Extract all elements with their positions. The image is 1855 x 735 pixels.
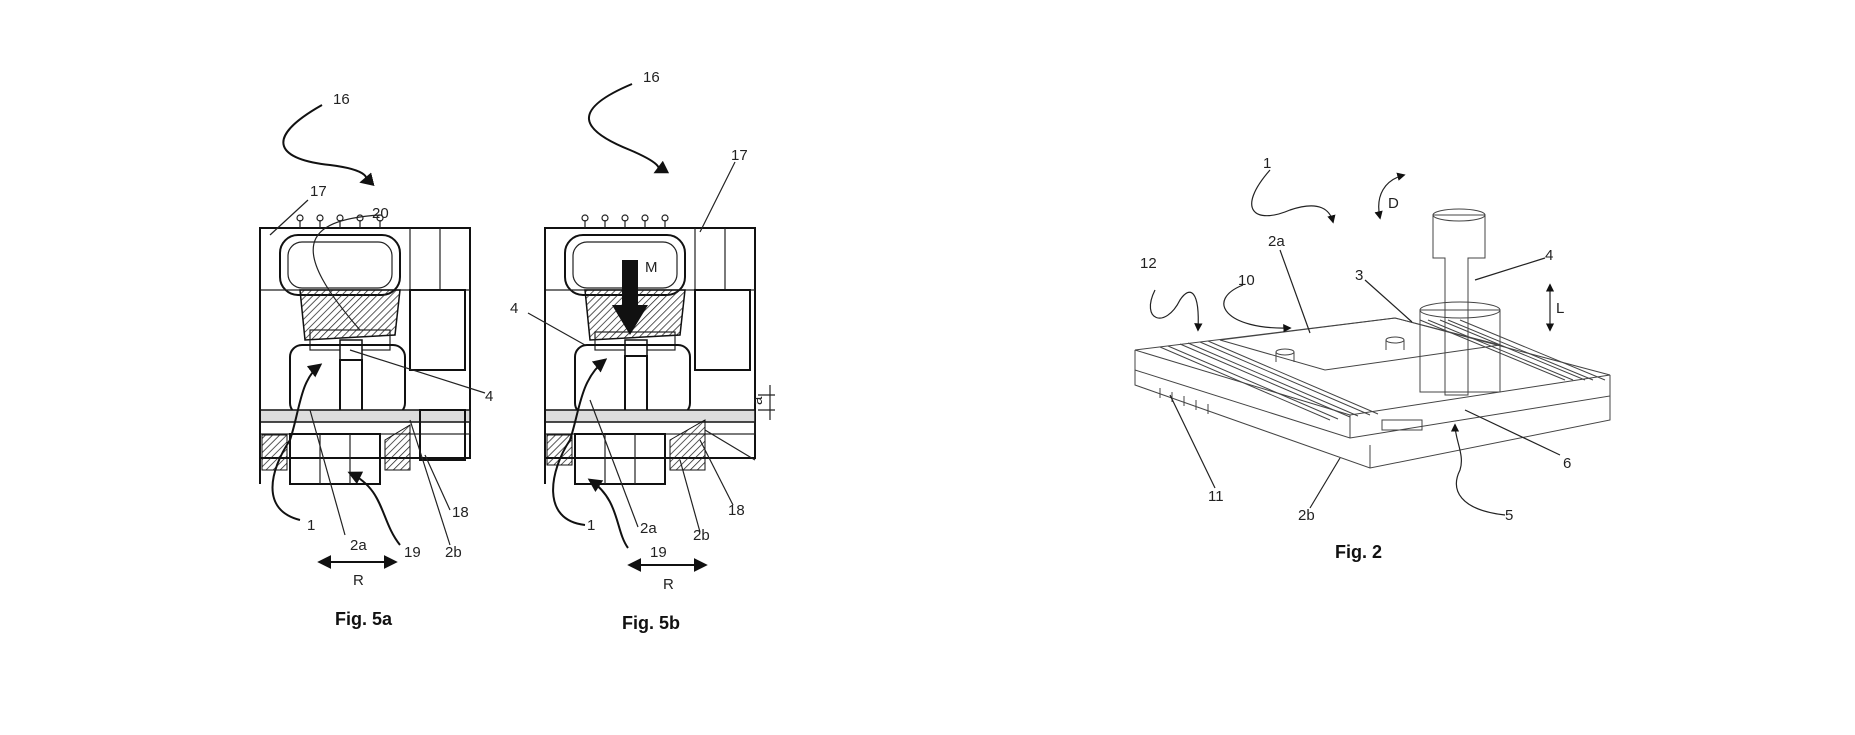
label-D: D: [1388, 195, 1399, 212]
figure-5b-drawing: [545, 215, 775, 484]
label-16: 16: [643, 69, 660, 86]
label-19: 19: [650, 544, 667, 561]
label-19: 19: [404, 544, 421, 561]
label-17: 17: [731, 147, 748, 164]
label-17: 17: [310, 183, 327, 200]
figure-caption: Fig. 5a: [335, 609, 393, 629]
figure-caption: Fig. 2: [1335, 542, 1382, 562]
label-a: a: [749, 396, 766, 405]
label-2a: 2a: [350, 537, 367, 554]
label-2b: 2b: [445, 544, 462, 561]
figure-caption: Fig. 5b: [622, 613, 680, 633]
label-12: 12: [1140, 255, 1157, 272]
figure-2: 1 D 2a 12 10 3 4 L 6 11 2b 5 Fig. 2: [1135, 155, 1610, 562]
label-10: 10: [1238, 272, 1255, 289]
label-18: 18: [452, 504, 469, 521]
label-1: 1: [1263, 155, 1271, 172]
label-4: 4: [510, 300, 518, 317]
label-L: L: [1556, 300, 1564, 317]
label-2b: 2b: [693, 527, 710, 544]
label-20: 20: [372, 205, 389, 222]
label-18: 18: [728, 502, 745, 519]
label-4: 4: [1545, 247, 1553, 264]
figure-5a: 16 17 20 4 1 2a 19 2b 18 R Fig. 5a: [260, 91, 493, 629]
label-3: 3: [1355, 267, 1363, 284]
label-R: R: [353, 572, 364, 589]
figure-5b: 16 17 M 4 a 1 2a 19 2b 18 R Fig. 5b: [510, 69, 775, 633]
label-2a: 2a: [1268, 233, 1285, 250]
figure-2-drawing: [1135, 209, 1610, 468]
label-1: 1: [307, 517, 315, 534]
label-4: 4: [485, 388, 493, 405]
label-6: 6: [1563, 455, 1571, 472]
label-2a: 2a: [640, 520, 657, 537]
label-16: 16: [333, 91, 350, 108]
label-1: 1: [587, 517, 595, 534]
label-11: 11: [1208, 488, 1224, 505]
label-M: M: [645, 259, 658, 276]
label-2b: 2b: [1298, 507, 1315, 524]
label-R: R: [663, 576, 674, 593]
figure-5a-drawing: [260, 215, 470, 484]
label-5: 5: [1505, 507, 1513, 524]
